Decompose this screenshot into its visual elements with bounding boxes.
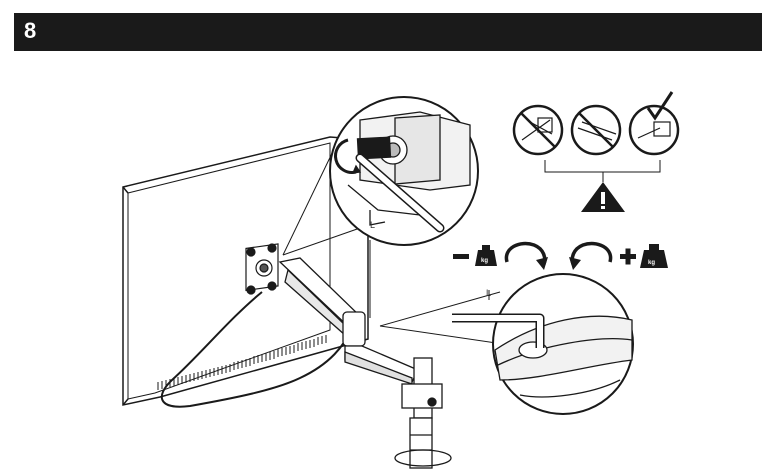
rotate-counterclockwise-icon [504, 241, 548, 270]
allowed-icon [628, 91, 680, 156]
step-number: 8 [24, 18, 37, 43]
weight-icon [475, 250, 497, 266]
cable [160, 291, 351, 408]
vesa-plate [245, 243, 279, 295]
monitor-arm [278, 257, 452, 469]
step-header: 8 [14, 13, 762, 51]
key-mark-top: L [370, 220, 375, 230]
prohibited-icon [512, 104, 564, 156]
kg-label-minus: kg [481, 258, 488, 264]
decrease-weight: kg [453, 245, 497, 266]
prohibited-icon [570, 104, 622, 156]
minus-icon [453, 254, 469, 259]
rotate-clockwise-icon [569, 241, 613, 270]
callout-lines [282, 144, 661, 346]
detail-view-bottom: L [452, 273, 634, 415]
detail-view-top: L [329, 96, 479, 246]
kg-label-plus: kg [648, 260, 655, 266]
checkmark-icon [646, 91, 674, 121]
weight-icon [640, 250, 668, 268]
increase-weight: kg [620, 244, 668, 268]
warning-triangle-icon [581, 182, 625, 212]
